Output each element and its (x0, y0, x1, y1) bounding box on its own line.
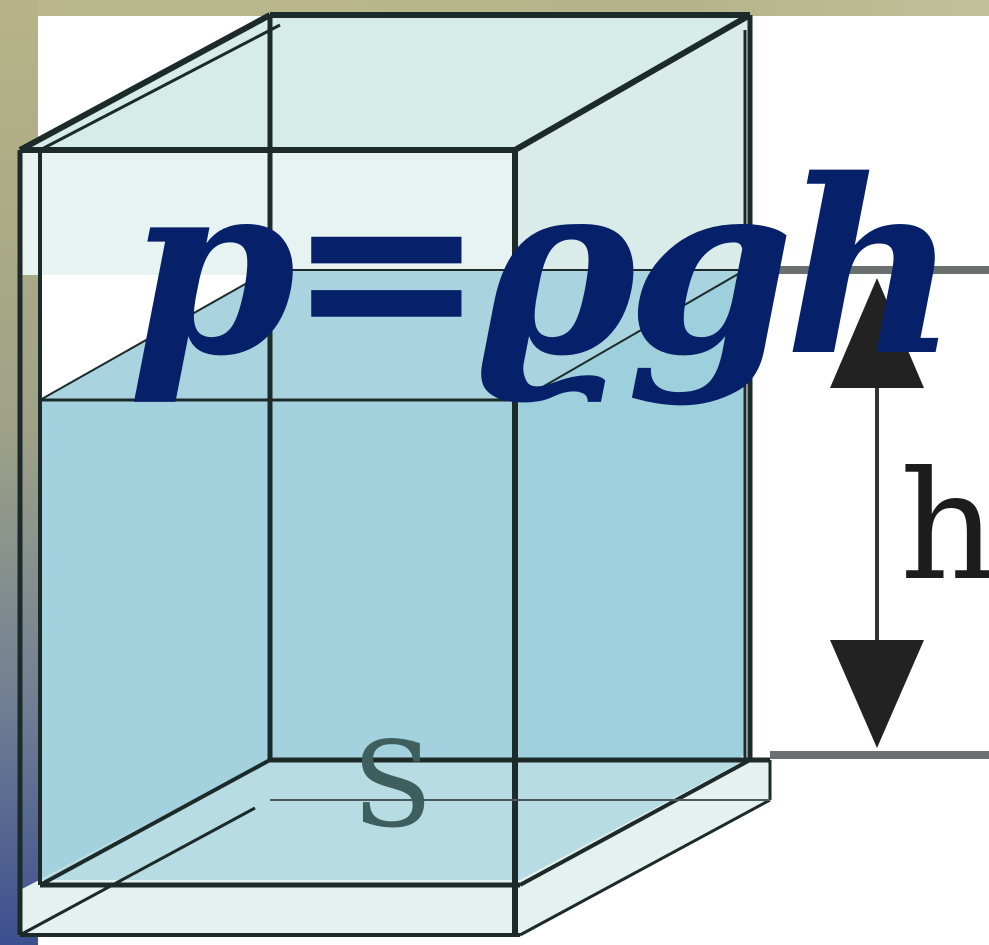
height-arrow-up-head (830, 278, 924, 388)
vessel-top-face (20, 15, 750, 150)
height-label: h (900, 440, 989, 614)
vessel-outlines (17, 12, 772, 937)
water-top-surface (40, 270, 745, 400)
height-dimension (745, 266, 989, 759)
pressure-formula: p=ϱgh (128, 127, 959, 409)
area-label: S (352, 716, 433, 854)
height-arrow-down-head (830, 640, 924, 748)
water-side (520, 270, 745, 880)
vessel-side-glass (515, 15, 750, 275)
